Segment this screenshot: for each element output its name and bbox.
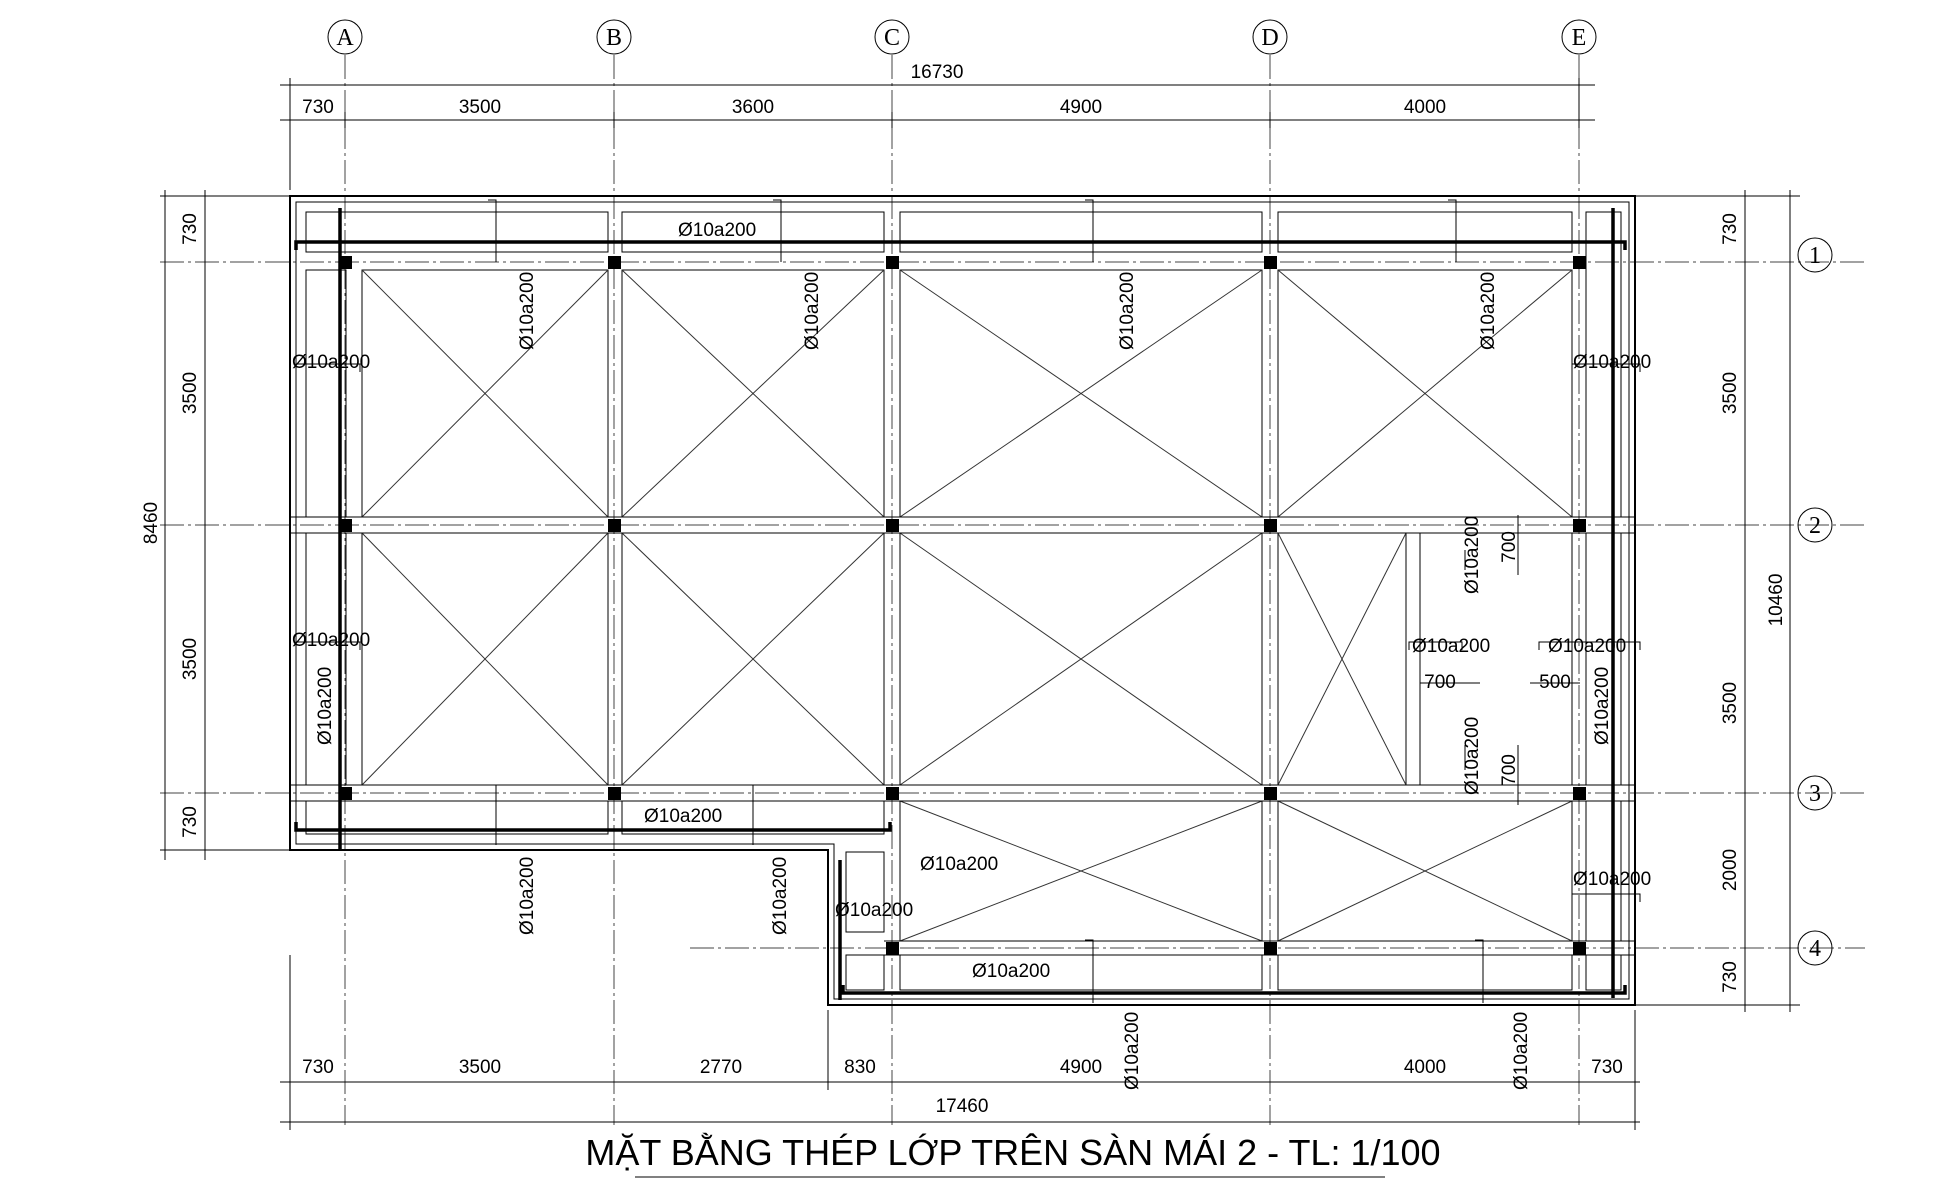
beam-lines [290, 516, 1635, 956]
top-dim-4: 4900 [1060, 97, 1102, 118]
bottom-dim-total: 17460 [936, 1096, 989, 1117]
axis-bubble-D: D [1252, 19, 1288, 55]
slab-outline [289, 195, 1636, 1006]
rebar-lines [294, 199, 1641, 1003]
rebar-label: Ø10a200 [517, 857, 538, 935]
left-dim-total: 8460 [141, 502, 162, 544]
bottom-dimensions: 730 3500 2770 830 4900 4000 730 17460 [280, 955, 1640, 1130]
top-dimensions: 16730 730 3500 3600 4900 4000 [280, 62, 1595, 190]
rebar-label: Ø10a200 [292, 630, 370, 651]
right-dim-2: 3500 [1720, 372, 1741, 414]
top-dim-5: 4000 [1404, 97, 1446, 118]
top-dim-total: 16730 [911, 62, 964, 83]
opening-dim-1: 700 [1499, 531, 1520, 563]
axis-label-1: 1 [1809, 243, 1821, 269]
left-dim-4: 730 [180, 806, 201, 838]
right-dim-5: 730 [1720, 961, 1741, 993]
bottom-dim-5: 4900 [1060, 1057, 1102, 1078]
rebar-label: Ø10a200 [1548, 636, 1626, 657]
rebar-label: Ø10a200 [802, 272, 823, 350]
rebar-label: Ø10a200 [1592, 667, 1613, 745]
axis-label-3: 3 [1809, 781, 1821, 807]
rebar-label: Ø10a200 [1573, 869, 1651, 890]
right-dimensions: 730 3500 3500 2000 730 10460 [1635, 190, 1800, 1012]
axis-bubble-A: A [327, 19, 363, 55]
axis-bubble-3: 3 [1797, 775, 1833, 811]
axis-label-A: A [336, 25, 354, 51]
axis-label-4: 4 [1809, 936, 1821, 962]
rebar-label: Ø10a200 [835, 900, 913, 921]
left-dimensions: 730 3500 3500 730 8460 [141, 190, 290, 860]
axis-bubble-C: C [874, 19, 910, 55]
rebar-label: Ø10a200 [972, 961, 1050, 982]
columns [339, 256, 1586, 955]
drawing-title-text: MẶT BẰNG THÉP LỚP TRÊN SÀN MÁI 2 - TL: 1… [585, 1132, 1440, 1173]
rebar-label: Ø10a200 [1573, 352, 1651, 373]
bottom-dim-4: 830 [844, 1057, 876, 1078]
opening-dim-2: 700 [1424, 672, 1456, 693]
axis-bubble-4: 4 [1797, 930, 1833, 966]
rebar-label: Ø10a200 [920, 854, 998, 875]
rebar-labels: Ø10a200 Ø10a200 Ø10a200 Ø10a200 Ø10a200 … [292, 220, 1651, 1090]
left-dim-2: 3500 [180, 372, 201, 414]
bottom-dim-6: 4000 [1404, 1057, 1446, 1078]
top-dim-3: 3600 [732, 97, 774, 118]
opening-dim-3: 700 [1499, 754, 1520, 786]
axis-bubble-1: 1 [1797, 237, 1833, 273]
rebar-label: Ø10a200 [1412, 636, 1490, 657]
bottom-dim-2: 3500 [459, 1057, 501, 1078]
left-dim-1: 730 [180, 213, 201, 245]
axis-label-B: B [606, 25, 622, 51]
opening-dimensions: 700 700 700 500 [1420, 515, 1580, 805]
bottom-dim-7: 730 [1591, 1057, 1623, 1078]
axis-lines [160, 55, 1865, 1125]
right-dim-1: 730 [1720, 213, 1741, 245]
opening-dim-4: 500 [1539, 672, 1571, 693]
rebar-label: Ø10a200 [1462, 717, 1483, 795]
top-dim-1: 730 [302, 97, 334, 118]
right-dim-total: 10460 [1766, 574, 1787, 627]
rebar-label: Ø10a200 [770, 857, 791, 935]
axis-bubbles: A B C D E 1 2 3 [327, 19, 1833, 966]
axis-bubble-E: E [1561, 19, 1597, 55]
rebar-label: Ø10a200 [678, 220, 756, 241]
axis-label-E: E [1572, 25, 1587, 51]
drawing-title: MẶT BẰNG THÉP LỚP TRÊN SÀN MÁI 2 - TL: 1… [585, 1132, 1441, 1178]
slab-panels [361, 269, 1573, 942]
rebar-label: Ø10a200 [1462, 516, 1483, 594]
axis-bubble-B: B [596, 19, 632, 55]
axis-label-2: 2 [1809, 513, 1821, 539]
right-dim-4: 2000 [1720, 849, 1741, 891]
rebar-label: Ø10a200 [315, 667, 336, 745]
axis-bubble-2: 2 [1797, 507, 1833, 543]
rebar-label: Ø10a200 [1478, 272, 1499, 350]
rebar-label: Ø10a200 [1122, 1012, 1143, 1090]
top-dim-2: 3500 [459, 97, 501, 118]
axis-label-D: D [1261, 25, 1278, 51]
bottom-dim-1: 730 [302, 1057, 334, 1078]
rebar-label: Ø10a200 [644, 806, 722, 827]
rebar-label: Ø10a200 [292, 352, 370, 373]
rebar-label: Ø10a200 [1117, 272, 1138, 350]
left-dim-3: 3500 [180, 638, 201, 680]
bottom-dim-3: 2770 [700, 1057, 742, 1078]
rebar-label: Ø10a200 [517, 272, 538, 350]
axis-label-C: C [884, 25, 900, 51]
rebar-label: Ø10a200 [1511, 1012, 1532, 1090]
right-dim-3: 3500 [1720, 682, 1741, 724]
